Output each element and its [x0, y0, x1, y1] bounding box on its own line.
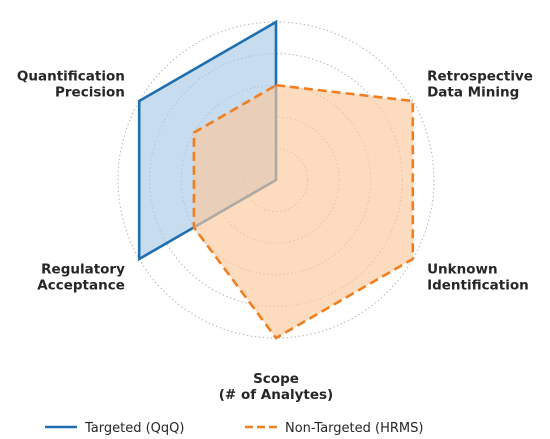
legend-label-2: Non-Targeted (HRMS) [285, 421, 423, 436]
axis-label-3-line-1: Unknown [427, 262, 498, 278]
axis-label-5-line-1: Regulatory [41, 262, 125, 278]
axis-label-2-line-1: Retrospective [427, 69, 533, 85]
legend-label-1: Targeted (QqQ) [84, 421, 184, 436]
axis-labels: Sensitivity(Trace Detection)Retrospectiv… [17, 69, 533, 404]
axis-label-4-line-2: (# of Analytes) [219, 387, 333, 403]
axis-label-2-line-2: Data Mining [427, 85, 519, 101]
axis-label-3-line-2: Identification [427, 278, 529, 294]
axis-label-4-line-1: Scope [253, 371, 299, 387]
axis-label-5-line-2: Acceptance [37, 278, 125, 294]
series-2-polygon [192, 83, 415, 340]
axis-label-6-line-2: Precision [55, 85, 125, 101]
series-layer [137, 19, 415, 340]
legend: Targeted (QqQ) Non-Targeted (HRMS) [45, 421, 423, 436]
axis-label-6-line-1: Quantification [17, 69, 125, 85]
